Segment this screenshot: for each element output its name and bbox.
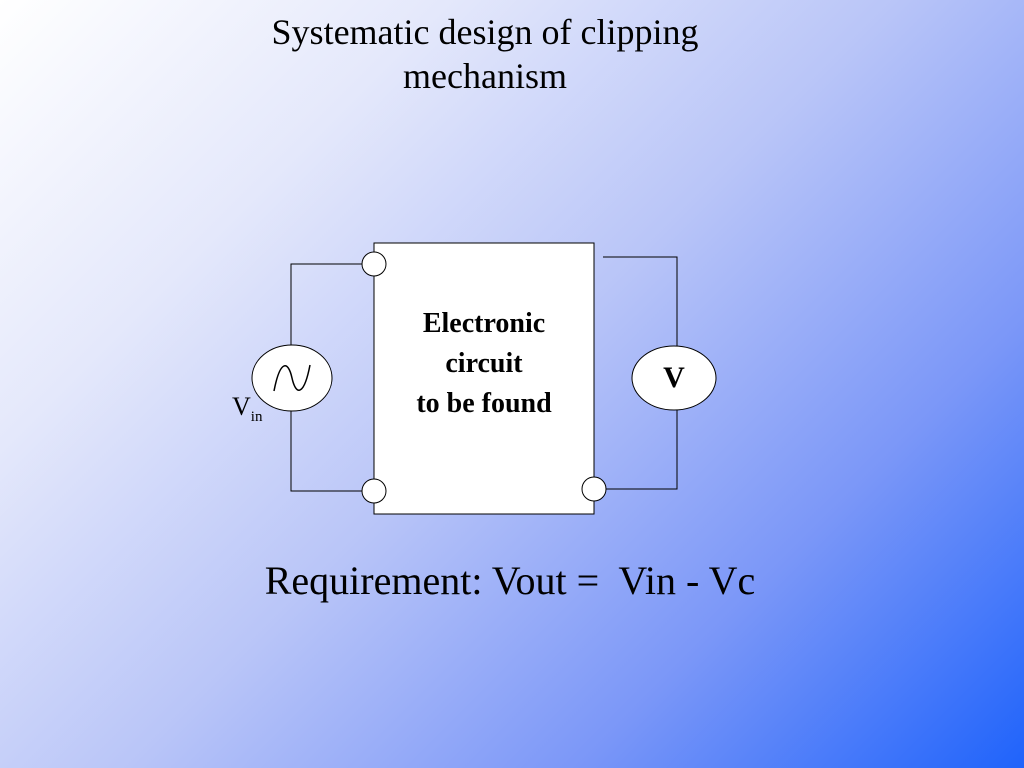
terminal-icon-top-left (361, 251, 387, 277)
input-top-wire (290, 263, 374, 346)
circuit-label-line-3: to be found (416, 388, 552, 419)
requirement-text: Requirement: Vout = Vin - Vc (264, 558, 756, 603)
circuit-box-label: Electronic circuit to be found (374, 304, 594, 424)
circuit-box (373, 242, 595, 515)
circuit-label-line-2: circuit (445, 348, 523, 379)
source-label-subscript: in (250, 409, 263, 425)
output-top-wire (603, 256, 678, 346)
voltmeter-icon (631, 345, 717, 411)
voltmeter-label: V (663, 361, 685, 394)
terminal-icon-bottom-right (581, 476, 607, 502)
slide-title: Systematic design of clipping mechanism (200, 10, 770, 98)
source-label-main: V (232, 392, 251, 421)
input-bottom-wire (290, 408, 374, 492)
circuit-label-line-1: Electronic (422, 308, 546, 339)
title-line-1: Systematic design of clipping (271, 12, 699, 52)
source-label: Vin (232, 392, 263, 425)
terminal-icon-bottom-left (361, 478, 387, 504)
title-line-2: mechanism (403, 56, 567, 96)
output-bottom-wire (594, 410, 678, 490)
sine-wave-icon (273, 364, 311, 392)
